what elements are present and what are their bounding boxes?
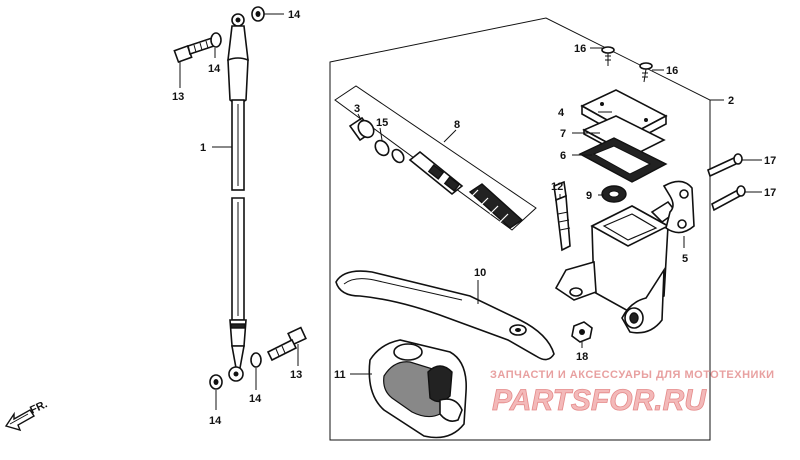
callout-14-lower: 14 bbox=[249, 393, 262, 405]
cap-screw-2 bbox=[639, 62, 653, 83]
callout-18: 18 bbox=[576, 351, 588, 363]
washer-piston bbox=[391, 148, 405, 164]
upper-banjo-bolt bbox=[173, 36, 215, 64]
callout-3: 3 bbox=[354, 103, 360, 115]
snap-ring bbox=[374, 139, 390, 157]
washer-upper-inner bbox=[210, 32, 222, 48]
piston-boot bbox=[348, 116, 375, 142]
callout-16-right: 16 bbox=[666, 65, 678, 77]
callout-13-upper: 13 bbox=[172, 91, 184, 103]
callout-14-upper: 14 bbox=[208, 63, 221, 75]
callout-8: 8 bbox=[454, 119, 460, 131]
callout-6: 6 bbox=[560, 150, 566, 162]
assembly-frame bbox=[329, 17, 711, 441]
pivot-nut bbox=[571, 321, 593, 343]
brake-hose bbox=[227, 13, 249, 382]
callout-4: 4 bbox=[558, 107, 565, 119]
callout-10: 10 bbox=[474, 267, 486, 279]
cap-screw-1 bbox=[601, 46, 615, 66]
watermark-tagline: ЗАПЧАСТИ И АКСЕССУАРЫ ДЛЯ МОТОТЕХНИКИ bbox=[490, 369, 775, 381]
callout-11: 11 bbox=[334, 369, 346, 381]
switch-housing bbox=[368, 339, 467, 439]
mirror-bolt-2 bbox=[711, 185, 746, 212]
callout-15: 15 bbox=[376, 117, 388, 129]
watermark-brand: PARTSFOR.RU bbox=[492, 384, 707, 417]
callout-16-left: 16 bbox=[574, 43, 586, 55]
washer-lower-inner bbox=[250, 352, 262, 368]
callout-13-lower: 13 bbox=[290, 369, 302, 381]
front-direction-label: FR. bbox=[28, 398, 49, 416]
leader-lines bbox=[179, 13, 762, 410]
front-direction-arrow: FR. bbox=[4, 398, 49, 432]
mirror-holder bbox=[662, 180, 695, 234]
lower-banjo-bolt bbox=[266, 326, 307, 362]
callout-9: 9 bbox=[586, 190, 592, 202]
brake-lever bbox=[335, 270, 555, 361]
master-cylinder-body bbox=[554, 200, 678, 334]
diaphragm bbox=[578, 137, 668, 183]
piston-spring bbox=[468, 183, 524, 229]
callout-14-top: 14 bbox=[288, 9, 301, 21]
callout-1: 1 bbox=[200, 142, 206, 154]
piston bbox=[408, 150, 464, 196]
reservoir-seal bbox=[601, 185, 627, 203]
callout-14-bottom: 14 bbox=[209, 415, 222, 427]
callout-7: 7 bbox=[560, 128, 566, 140]
pivot-bolt bbox=[553, 180, 571, 252]
callout-17-upper: 17 bbox=[764, 155, 776, 167]
callout-2: 2 bbox=[728, 95, 734, 107]
callout-12: 12 bbox=[551, 181, 563, 193]
mirror-bolt-1 bbox=[707, 153, 743, 178]
callout-17-lower: 17 bbox=[764, 187, 776, 199]
callout-5: 5 bbox=[682, 253, 688, 265]
